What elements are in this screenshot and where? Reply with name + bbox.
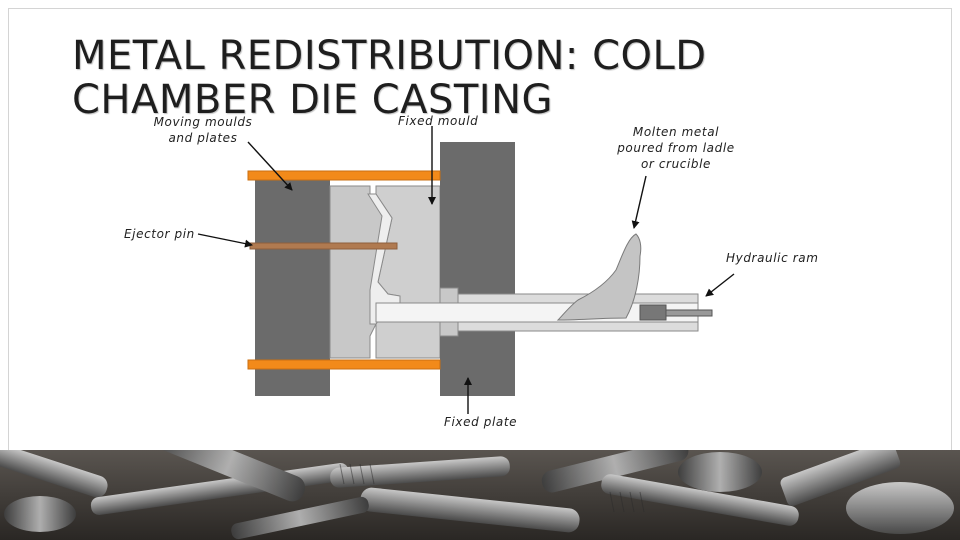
ram-rod [665, 309, 713, 317]
shot-sleeve-bottom [439, 321, 699, 332]
label-molten-metal: Molten metal poured from ladle or crucib… [617, 125, 735, 171]
tie-bar-top [247, 170, 441, 181]
die-casting-diagram [197, 126, 735, 414]
molten-metal [556, 233, 642, 321]
arrow-hydraulic-ram [705, 273, 735, 297]
ram-head [639, 304, 667, 321]
tie-bar-bottom [247, 359, 441, 370]
label-ejector-pin: Ejector pin [124, 227, 195, 241]
label-fixed-plate: Fixed plate [444, 415, 518, 429]
metal-parts-photo [0, 450, 960, 540]
fixed-plate [440, 142, 515, 396]
label-hydraulic-ram: Hydraulic ram [726, 251, 819, 265]
slide-title: METAL REDISTRIBUTION: COLD CHAMBER DIE C… [72, 33, 707, 123]
label-fixed-mould: Fixed mould [398, 114, 479, 128]
arrow-moving-moulds [247, 141, 293, 191]
arrow-ejector-pin [197, 233, 253, 248]
ejector-pin-bar [249, 242, 398, 250]
arrow-molten-metal [631, 175, 647, 229]
shot-sleeve-top [439, 293, 699, 304]
label-moving-moulds: Moving moulds and plates [153, 115, 253, 145]
